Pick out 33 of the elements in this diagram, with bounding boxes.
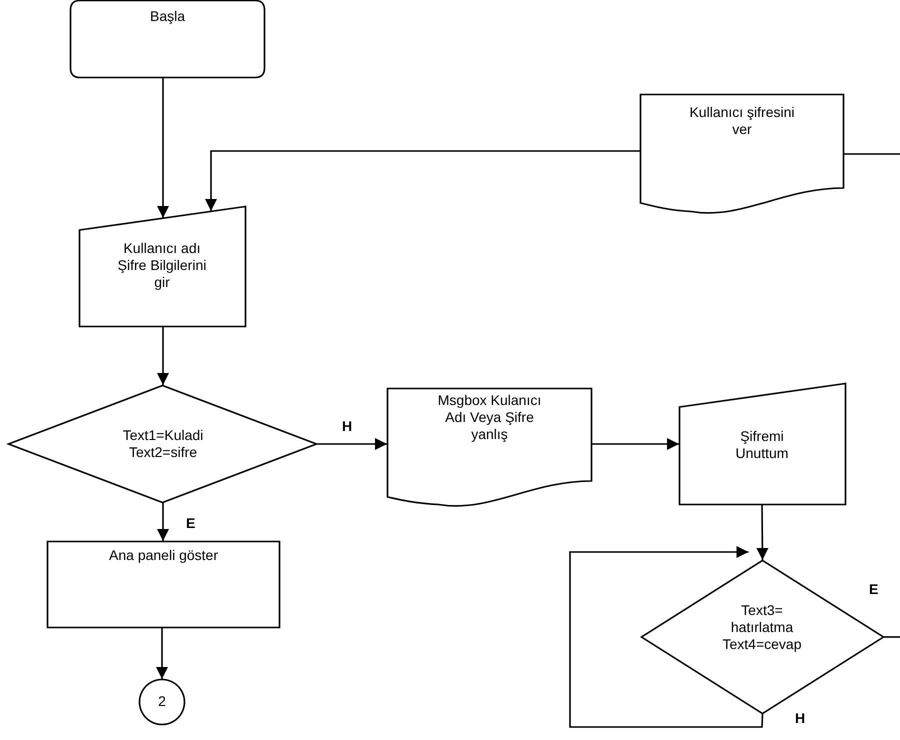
edge-label: E: [186, 515, 196, 531]
arrow: [756, 505, 768, 560]
decision-diamond: [641, 560, 884, 714]
node-text: Kullanıcı şifresini ver: [688, 104, 796, 138]
node-text: Text1=Kuladi Text2=sifre: [122, 427, 204, 461]
arrow: [157, 78, 169, 218]
connector-number: 2: [157, 693, 167, 710]
connector-line: [884, 636, 900, 638]
arrow: [156, 628, 168, 679]
manual-input-box: [79, 206, 246, 327]
manual-input-box: [679, 383, 846, 505]
node-text: Başla: [148, 8, 186, 25]
node-text: Şifremi Unuttum: [734, 428, 790, 462]
process-box: [47, 541, 280, 628]
document-box: [387, 388, 592, 505]
arrow: [317, 438, 387, 450]
connector-line: [844, 153, 900, 155]
arrow: [569, 546, 764, 728]
connector-circle: [139, 679, 185, 725]
node-text: Ana paneli göster: [108, 547, 219, 564]
arrow: [157, 327, 169, 385]
edge-label: H: [795, 710, 806, 726]
arrow: [205, 150, 640, 212]
edge-label: E: [869, 581, 878, 597]
arrow: [592, 438, 679, 450]
node-text: Kullanıcı adı Şifre Bilgilerini gir: [116, 240, 208, 291]
arrow: [157, 503, 169, 541]
terminal-box: [70, 0, 265, 78]
node-text: Text3= hatırlatma Text4=cevap: [722, 602, 802, 653]
node-text: Msgbox Kulanıcı Adı Veya Şifre yanlış: [436, 392, 542, 443]
decision-diamond: [8, 385, 317, 503]
edge-label: H: [342, 418, 352, 434]
document-box: [640, 94, 844, 212]
